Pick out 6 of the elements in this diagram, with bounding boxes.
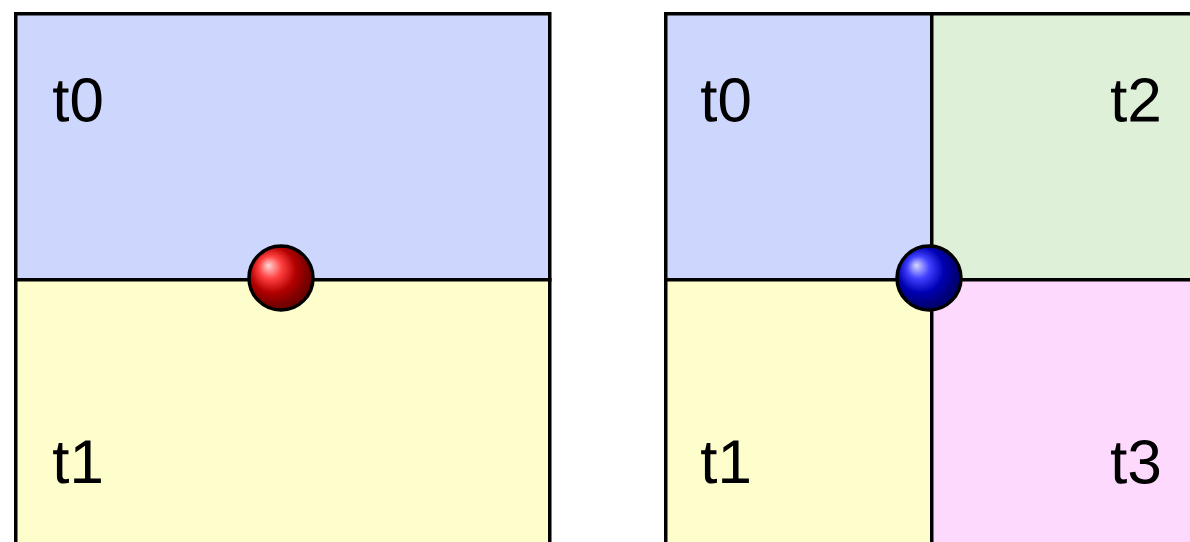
region-box: t0 [664, 12, 934, 282]
region-box: t0 [14, 12, 552, 282]
region-box: t3 [930, 278, 1190, 542]
point-marker [247, 244, 315, 312]
region-box: t1 [14, 278, 552, 542]
point-marker [895, 244, 963, 312]
